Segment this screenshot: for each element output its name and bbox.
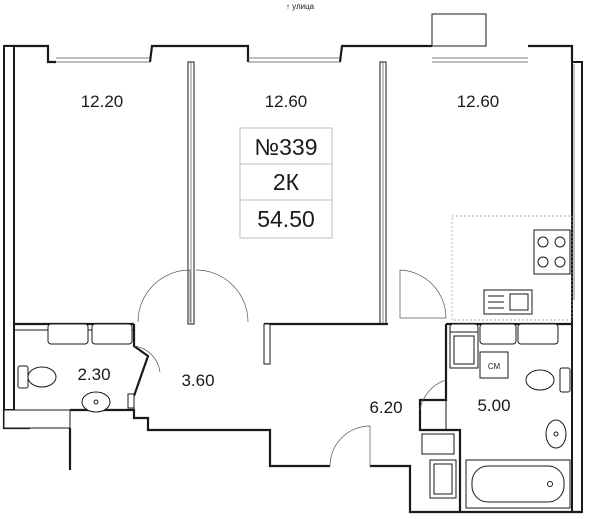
street-label: ↑ улица xyxy=(286,2,315,11)
kitchen-stove-icon xyxy=(533,229,571,275)
toilet-right-icon xyxy=(525,367,571,393)
apartment-type: 2К xyxy=(273,169,300,195)
doors xyxy=(133,269,447,467)
apartment-badge: №339 2К 54.50 xyxy=(239,127,333,239)
apartment-total-area: 54.50 xyxy=(257,206,315,232)
shelf-right-icon xyxy=(449,331,479,369)
pipe-left-icon xyxy=(127,393,135,409)
cabinet-right-icon xyxy=(421,433,457,499)
radiators xyxy=(47,323,559,345)
washer-label: СМ xyxy=(488,362,501,371)
area-hall-left: 3.60 xyxy=(181,371,214,390)
area-hall-right: 6.20 xyxy=(369,398,402,417)
area-bathroom-left: 2.30 xyxy=(77,365,110,384)
bathtub-icon xyxy=(465,459,571,509)
area-bedroom-left: 12.20 xyxy=(81,92,124,111)
area-bathroom-right: 5.00 xyxy=(477,396,510,415)
toilet-left-icon xyxy=(17,365,57,389)
sink-left-icon xyxy=(81,391,111,413)
area-bedroom-middle: 12.60 xyxy=(265,92,308,111)
outer-walls xyxy=(2,13,583,514)
apartment-number: №339 xyxy=(254,134,317,160)
sink-right-icon xyxy=(545,419,567,449)
washing-machine-icon: СМ xyxy=(479,351,509,379)
area-kitchen-living: 12.60 xyxy=(457,92,500,111)
kitchen-sink-icon xyxy=(483,289,533,315)
